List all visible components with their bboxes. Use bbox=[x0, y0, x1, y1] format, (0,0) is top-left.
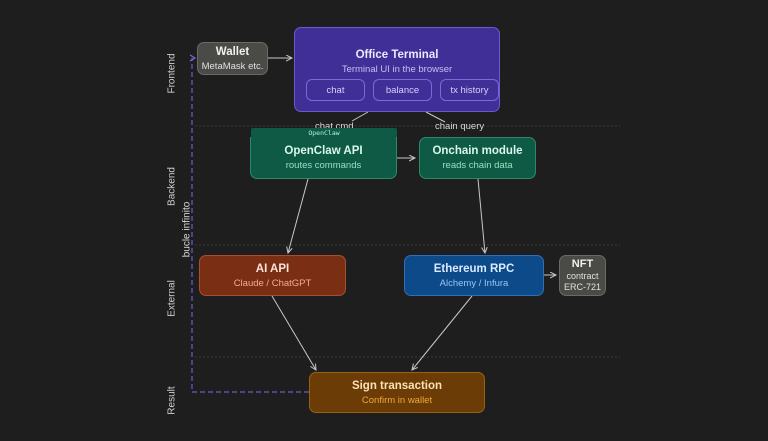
lane-label-result: Result bbox=[166, 386, 178, 415]
node-onchain-module[interactable]: Onchain module reads chain data bbox=[419, 137, 536, 179]
node-office-terminal[interactable]: Office Terminal Terminal UI in the brows… bbox=[294, 27, 500, 112]
openclaw-tag: OpenClaw bbox=[251, 128, 397, 138]
node-title: Ethereum RPC bbox=[433, 262, 515, 275]
node-subtitle: Alchemy / Infura bbox=[439, 277, 509, 289]
node-wallet[interactable]: Wallet MetaMask etc. bbox=[197, 42, 268, 75]
chip-chat[interactable]: chat bbox=[306, 79, 365, 101]
node-subtitle: MetaMask etc. bbox=[201, 60, 264, 72]
node-ai-api[interactable]: AI API Claude / ChatGPT bbox=[199, 255, 346, 296]
node-title: Onchain module bbox=[432, 145, 523, 157]
node-sign-transaction[interactable]: Sign transaction Confirm in wallet bbox=[309, 372, 485, 413]
lane-label-external: External bbox=[166, 280, 178, 317]
node-title: OpenClaw API bbox=[284, 144, 363, 157]
lane-label-frontend: Frontend bbox=[166, 53, 178, 94]
edge-terminal-onchain bbox=[425, 111, 446, 123]
node-subtitle: contract bbox=[566, 271, 599, 281]
node-title: Office Terminal bbox=[355, 49, 439, 61]
loop-arrowhead bbox=[189, 54, 197, 62]
node-title: Wallet bbox=[215, 45, 250, 58]
edge-label-chain-query: chain query bbox=[435, 121, 485, 132]
chip-tx-history[interactable]: tx history bbox=[440, 79, 499, 101]
chip-balance[interactable]: balance bbox=[373, 79, 432, 101]
node-title: Sign transaction bbox=[351, 379, 443, 392]
edge-openclaw-ai bbox=[288, 178, 309, 253]
edge-onchain-rpc bbox=[477, 178, 485, 253]
edge-ai-sign bbox=[271, 295, 316, 370]
loop-edge bbox=[191, 58, 309, 393]
node-openclaw-api[interactable]: OpenClaw API routes commands bbox=[250, 137, 397, 179]
lane-label-backend: Backend bbox=[166, 167, 178, 206]
node-subtitle-2: ERC-721 bbox=[563, 282, 601, 292]
loop-label: bucle infinito bbox=[181, 201, 193, 258]
edge-label-chat-cmd: chat cmd bbox=[315, 121, 354, 132]
node-nft[interactable]: NFT contract ERC-721 bbox=[559, 255, 606, 296]
node-subtitle: reads chain data bbox=[442, 160, 513, 171]
edge-rpc-sign bbox=[412, 295, 473, 370]
edge-terminal-openclaw bbox=[351, 111, 369, 122]
node-subtitle: Claude / ChatGPT bbox=[233, 277, 312, 289]
node-subtitle: routes commands bbox=[285, 159, 362, 171]
node-title: AI API bbox=[255, 262, 290, 275]
node-subtitle: Terminal UI in the browser bbox=[341, 64, 453, 75]
node-subtitle: Confirm in wallet bbox=[361, 394, 433, 406]
node-title: NFT bbox=[571, 258, 594, 270]
node-ethereum-rpc[interactable]: Ethereum RPC Alchemy / Infura bbox=[404, 255, 544, 296]
